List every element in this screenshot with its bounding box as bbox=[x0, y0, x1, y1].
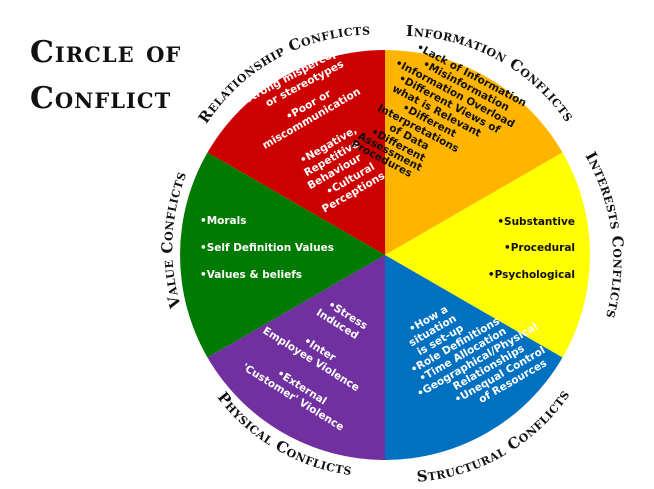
segment-value bbox=[180, 152, 385, 358]
wheel bbox=[180, 50, 590, 460]
value-item-values-beliefs: •Values & beliefs bbox=[200, 269, 302, 281]
segment-information bbox=[385, 50, 563, 255]
segment-interests bbox=[385, 152, 590, 358]
value-item-morals: •Morals bbox=[200, 215, 247, 227]
title-line-2: Conflict bbox=[30, 81, 171, 116]
segment-physical bbox=[207, 255, 385, 460]
interests-item-psychological: •Psychological bbox=[488, 269, 575, 281]
interests-item-procedural: •Procedural bbox=[504, 242, 575, 254]
segment-relationship bbox=[207, 50, 385, 255]
title-line-1: Circle of bbox=[30, 35, 181, 70]
segment-structural bbox=[385, 255, 563, 460]
interests-item-substantive: •Substantive bbox=[497, 216, 575, 228]
value-item-self-definition: •Self Definition Values bbox=[200, 242, 334, 254]
